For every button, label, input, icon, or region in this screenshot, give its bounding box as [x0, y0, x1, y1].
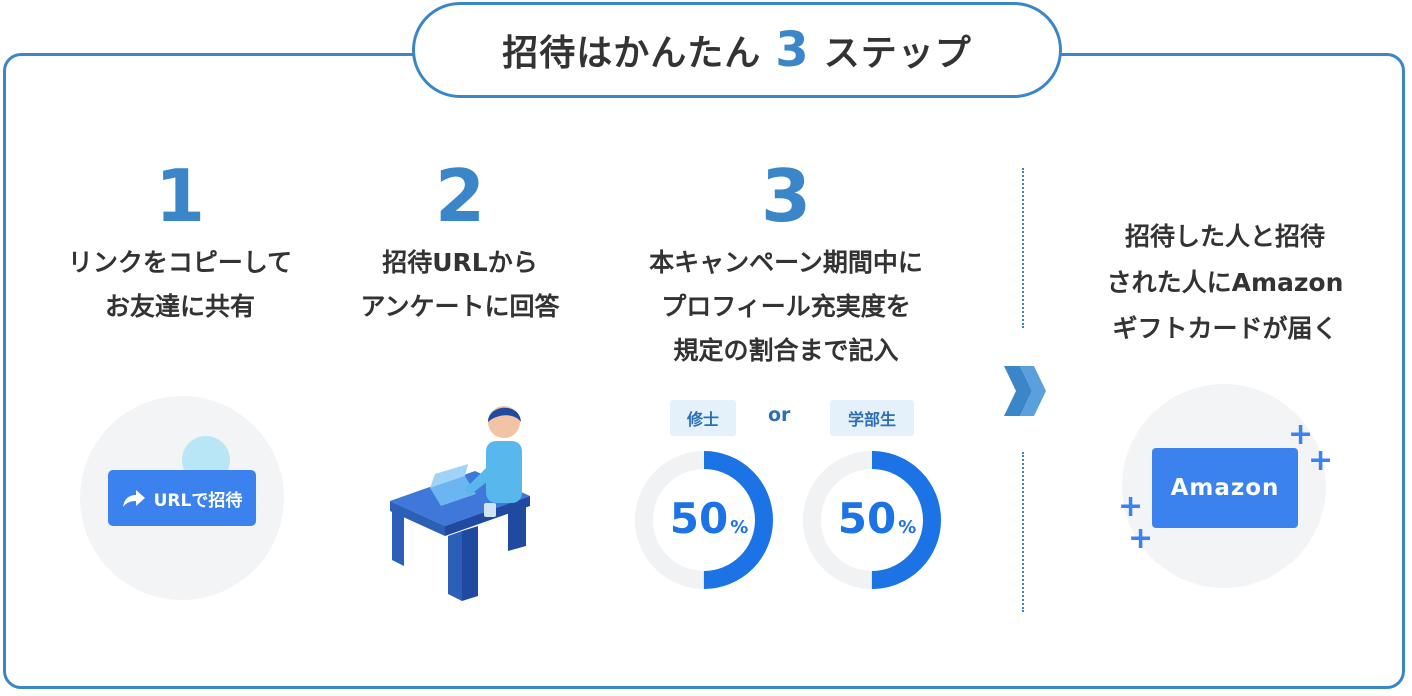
option-undergrad-tag: 学部生: [830, 400, 914, 436]
masters-percentage-value: 50: [669, 494, 729, 543]
plus-sparkle-icon: +: [1308, 443, 1334, 478]
divider-bottom: [1022, 452, 1024, 612]
person-at-desk-illustration: [390, 406, 530, 601]
or-separator: or: [768, 404, 791, 426]
undergrad-percentage-unit: %: [898, 517, 917, 538]
invite-url-button[interactable]: URLで招待: [108, 470, 256, 526]
plus-sparkle-icon: +: [1118, 489, 1144, 524]
undergrad-progress-donut: [803, 451, 941, 589]
step-3-text: 本キャンペーン期間中に プロフィール充実度を 規定の割合まで記入: [649, 248, 923, 365]
title-suffix: ステップ: [823, 33, 972, 74]
masters-progress-donut: [635, 451, 773, 589]
share-arrow-icon: [122, 490, 145, 507]
divider-top: [1022, 168, 1024, 328]
page-title: 招待はかんたん 3 ステップ: [412, 2, 1062, 98]
masters-percentage: 50%: [639, 498, 779, 540]
undergrad-percentage: 50%: [807, 498, 947, 540]
step-3-number: 3: [760, 154, 812, 238]
step-2-text: 招待URLから アンケートに回答: [360, 248, 560, 321]
invite-url-label: URLで招待: [153, 490, 243, 511]
step-2-number: 2: [434, 154, 486, 238]
title-number: 3: [775, 22, 810, 78]
plus-sparkle-icon: +: [1288, 417, 1314, 452]
double-chevron-right-icon: [1004, 366, 1046, 416]
option-masters-tag: 修士: [670, 400, 736, 436]
step-1-text: リンクをコピーして お友達に共有: [67, 248, 293, 321]
title-prefix: 招待はかんたん: [502, 33, 762, 74]
step-1-number: 1: [154, 154, 206, 238]
masters-percentage-unit: %: [730, 517, 749, 538]
undergrad-percentage-value: 50: [837, 494, 897, 543]
plus-sparkle-icon: +: [1128, 521, 1154, 556]
reward-text: 招待した人と招待 された人にAmazon ギフトカードが届く: [1106, 222, 1344, 343]
amazon-gift-card: Amazon: [1152, 448, 1298, 528]
